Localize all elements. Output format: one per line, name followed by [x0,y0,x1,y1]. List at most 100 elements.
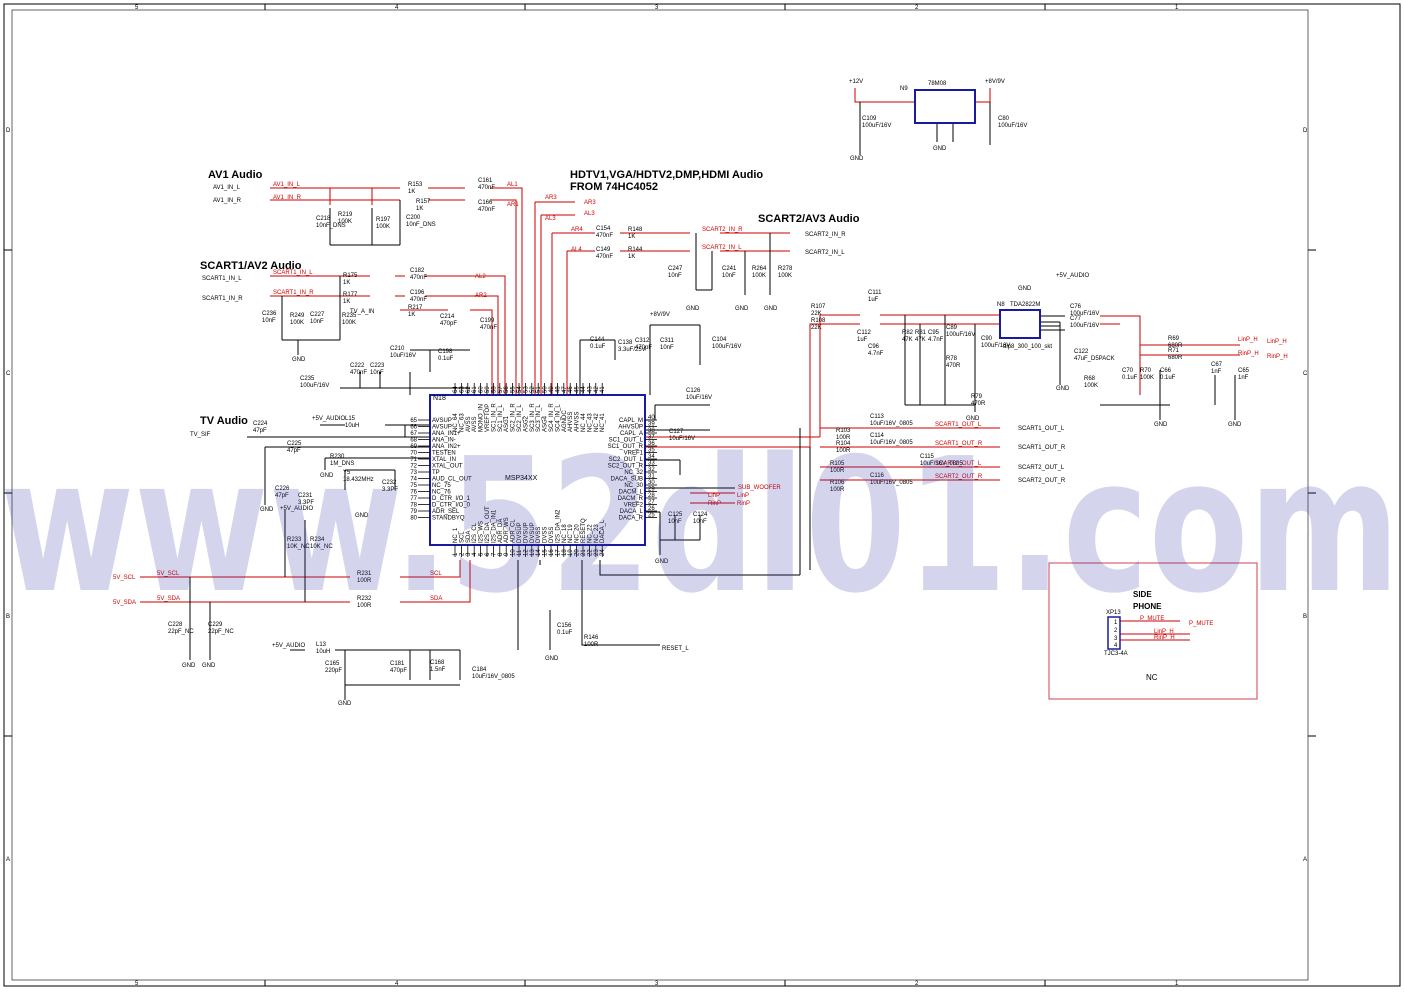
net-12v: +12V [849,79,863,85]
net-scart1-in-r: SCART1_IN_R [273,290,314,296]
component-value: 100R [357,603,372,609]
pin-name: NC_23 [594,524,600,543]
net-5v-audio-c: +5V_AUDIO [272,643,306,649]
pin-number: 78 [410,503,417,509]
component-value: 100uF/16V [300,383,329,389]
component-ref: C149 [596,247,611,253]
row-label: C [6,371,11,377]
component-value: 10uF/16V [390,353,416,359]
port-av1-in-l: AV1_IN_L [213,185,241,191]
pin-number: 8 [498,552,504,556]
pin-name: VREF2 [624,503,644,509]
pin-name: DVSS [536,527,542,543]
net-al2: AL2 [475,274,486,280]
row-label: C [1303,371,1308,377]
component-value: 0.1uF [1160,375,1176,381]
pin-name: AHVSS [568,412,574,432]
amp-pkg: dip8_300_100_skt [1003,344,1052,350]
component-ref: C166 [478,200,493,206]
component-value: 470nF [410,275,427,281]
watermark-part4: .com [1007,418,1400,634]
component-ref: C198 [438,349,453,355]
component-ref: Y5 [343,470,351,476]
pin-number: 22 [587,549,593,556]
component-ref: R108 [811,318,826,324]
section-hdtv-from: FROM 74HC4052 [570,181,658,193]
component-ref: R197 [376,217,391,223]
component-value: 1K [343,280,350,286]
side-phone-title1: SIDE [1133,590,1152,599]
component-ref: R104 [836,441,851,447]
component-value: 100K [778,273,792,279]
pin-name: NC_32 [624,470,643,476]
chip-right-pins: 40CAPL_M39AHVSUP38CAPL_A37SC1_OUT_L36SC1… [608,415,657,522]
component-ref: C214 [440,314,455,320]
component-ref: R233 [287,537,302,543]
pin-number: 34 [648,454,655,460]
component-value: 10K_NC [287,544,310,550]
component-value: 100K [752,273,766,279]
component-value: 100uF/16V [862,123,891,129]
port-sda: 5V_SDA [113,600,136,606]
pin-number: 38 [648,428,655,434]
gnd-label: GND [1018,286,1032,292]
port-tv-a-in: TV_A_IN [350,309,374,315]
pin-name: DACM_L [619,490,644,496]
pin-number: 73 [410,470,417,476]
component-value: 470nF [480,325,497,331]
component-ref: C109 [862,116,877,122]
component-ref: R232 [357,596,372,602]
row-label: D [1303,128,1308,134]
component-ref: C181 [390,661,405,667]
port-scart1-out-r: SCART1_OUT_R [1018,445,1066,451]
pin-number: 33 [648,461,655,467]
component-ref: C161 [478,178,493,184]
component-value: 470pF [440,321,457,327]
side-phone-mute-net: P_MUTE [1140,616,1164,622]
pin-number: 79 [410,509,417,515]
net-al1: AL1 [507,182,518,188]
component-value: 10uH [316,649,330,655]
component-value: 10uF/16V_0805 [870,421,913,427]
component-ref: C184 [472,667,487,673]
pin-number: 21 [581,549,587,556]
pin-number: 15 [543,549,549,556]
gnd-label: GND [1228,422,1242,428]
pin-name: CAPL_M [619,418,643,424]
pin-number: 65 [410,418,417,424]
gnd-label: GND [320,473,334,479]
component-value: 10nF [310,319,324,325]
net-scart2-out-l: SCART2_OUT_L [935,461,982,467]
component-ref: R157 [416,199,431,205]
pin-name: NC_63 [459,413,465,432]
pin-name: D_CTR_I/O_0 [432,503,471,509]
gnd-label: GND [933,146,947,152]
pin-number: 27 [648,500,655,506]
gnd-label: GND [735,306,749,312]
component-ref: C156 [557,623,572,629]
gnd-label: GND [655,559,669,565]
net-sda: SDA [430,596,442,602]
pin-name: AUD_CL_OUT [432,477,472,483]
pin-number: 1 [453,552,459,556]
pin-number: 52 [530,386,536,393]
component-ref: C126 [686,388,701,394]
component-value: 1K [416,206,423,212]
side-phone-note: NC [1146,673,1158,682]
pin-name: NC_42 [594,413,600,432]
component-ref: C122 [1074,349,1089,355]
pin-number: 72 [410,464,417,470]
component-ref: C96 [868,344,880,350]
net-av1-in-l: AV1_IN_L [273,182,301,188]
net-scart1-out-r: SCART1_OUT_R [935,441,983,447]
component-value: 1nF [1211,369,1222,375]
pin-number: 62 [466,386,472,393]
pin-number: 7 [491,552,497,556]
component-ref: C127 [669,429,684,435]
component-ref: C247 [668,266,683,272]
net-scart2-out-r: SCART2_OUT_R [935,474,983,480]
pin-name: DACA_SUB [611,477,643,483]
component-value: 1K [408,312,415,318]
pin-number: 42 [594,386,600,393]
component-ref: C200 [406,215,421,221]
